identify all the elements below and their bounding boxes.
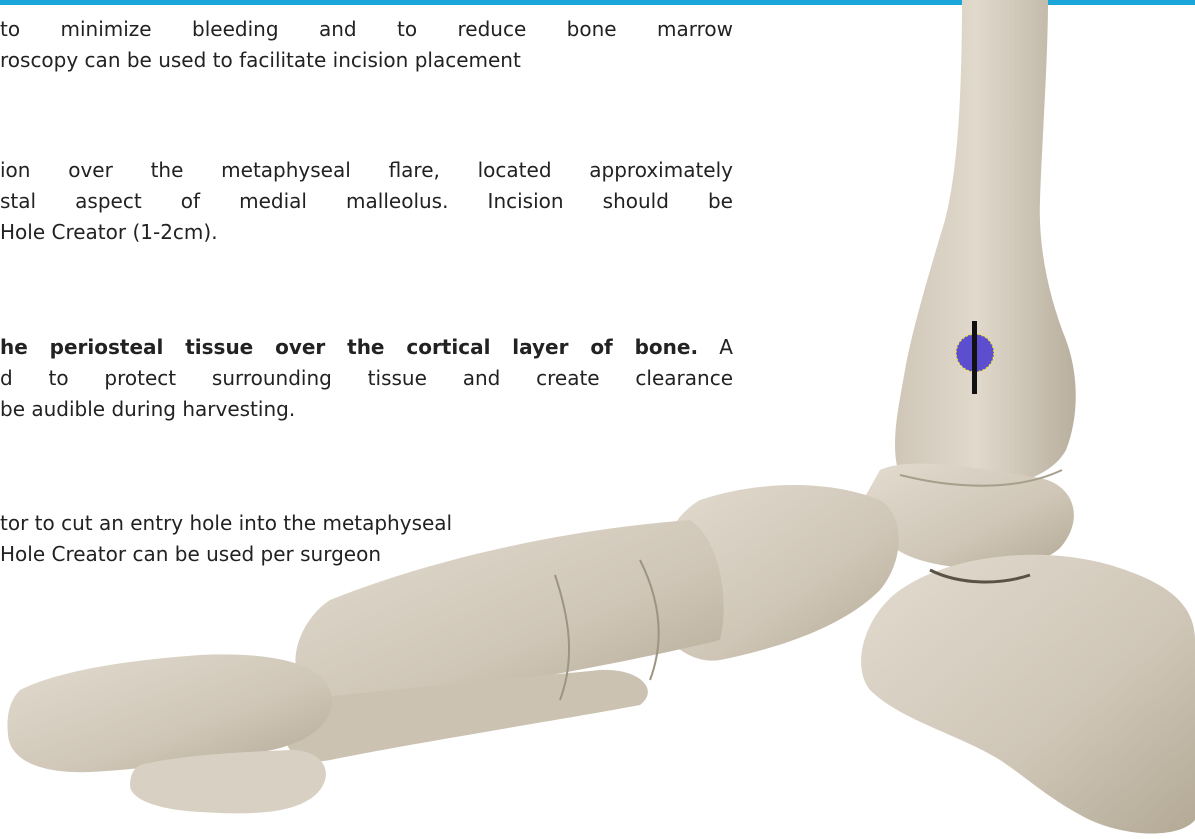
paragraph-2-line-1: ion over the metaphyseal flare, located … <box>0 155 733 186</box>
instruction-paragraph-2: ion over the metaphyseal flare, located … <box>0 155 733 248</box>
instruction-paragraph-4: tor to cut an entry hole into the metaph… <box>0 508 600 570</box>
instruction-paragraph-3: he periosteal tissue over the cortical l… <box>0 332 733 425</box>
paragraph-1-line-2: roscopy can be used to facilitate incisi… <box>0 45 733 76</box>
paragraph-2-line-2: stal aspect of medial malleolus. Incisio… <box>0 186 733 217</box>
calcaneus-bone <box>861 555 1195 834</box>
tibia-bone <box>895 0 1076 492</box>
paragraph-4-line-2: Hole Creator can be used per surgeon <box>0 539 600 570</box>
paragraph-4-line-1: tor to cut an entry hole into the metaph… <box>0 508 600 539</box>
paragraph-3-bold-text: he periosteal tissue over the cortical l… <box>0 335 698 359</box>
paragraph-2-line-3: Hole Creator (1-2cm). <box>0 217 733 248</box>
paragraph-3-line-1: he periosteal tissue over the cortical l… <box>0 332 733 363</box>
paragraph-3-line-1-rest: A <box>698 335 733 359</box>
instruction-paragraph-1: to minimize bleeding and to reduce bone … <box>0 14 733 76</box>
paragraph-3-line-2: d to protect surrounding tissue and crea… <box>0 363 733 394</box>
paragraph-1-line-1: to minimize bleeding and to reduce bone … <box>0 14 733 45</box>
paragraph-3-line-3: be audible during harvesting. <box>0 394 733 425</box>
